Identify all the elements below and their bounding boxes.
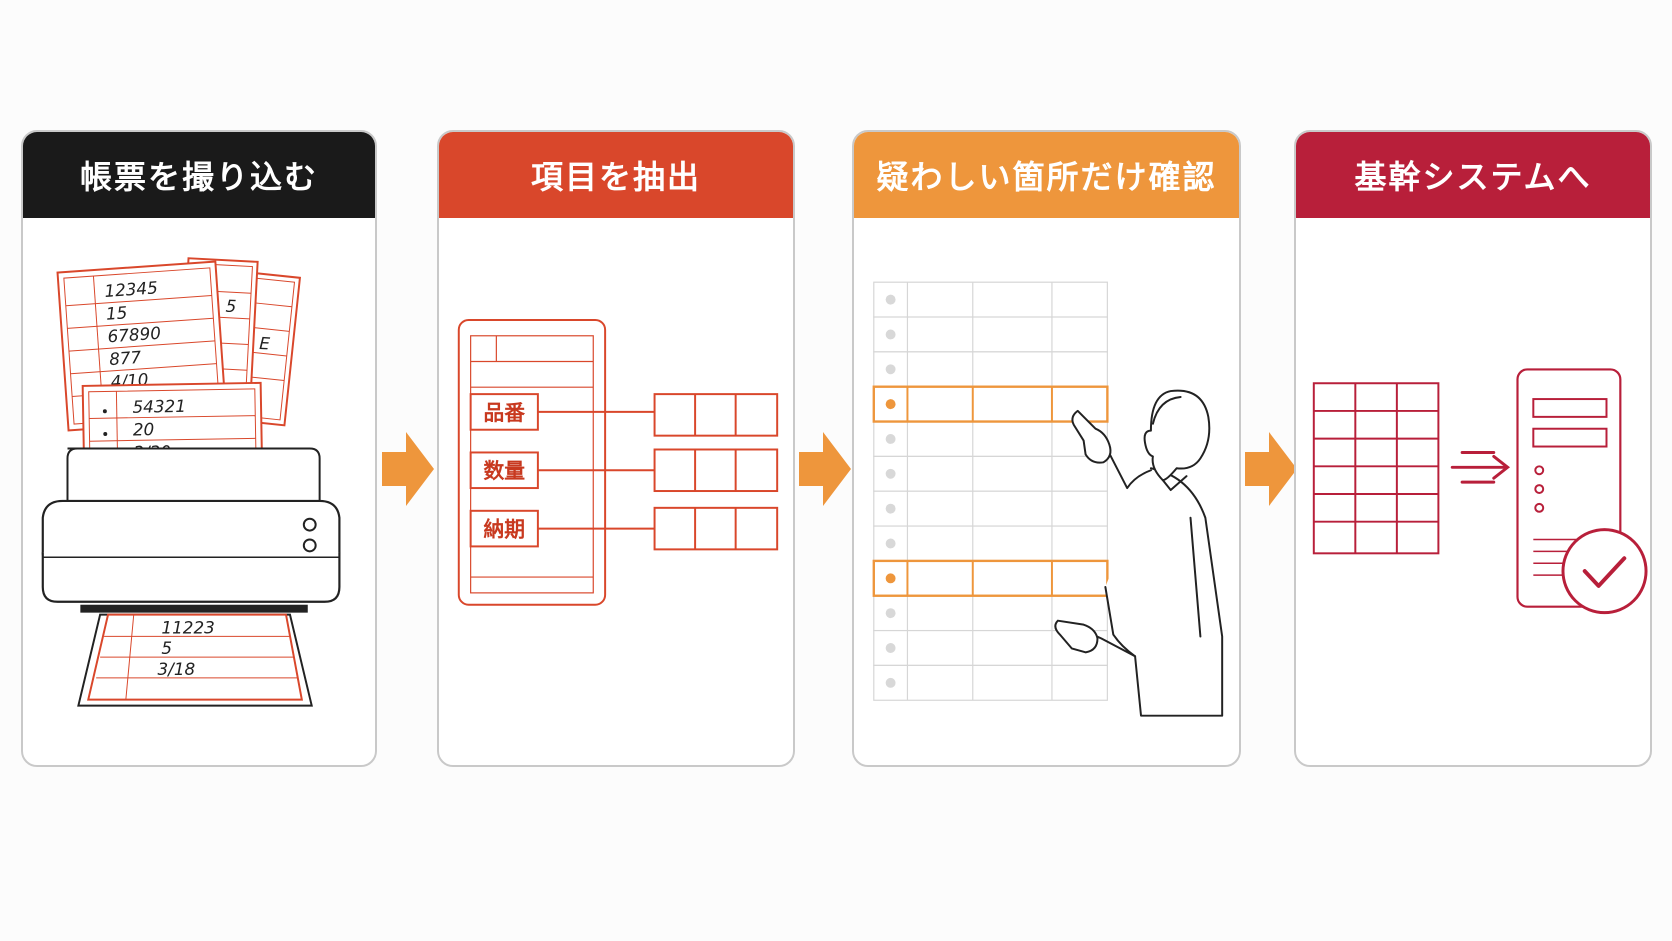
field-tag-quantity: 数量 <box>469 451 539 490</box>
row-marker <box>885 399 896 410</box>
data-table-icon <box>1312 382 1440 555</box>
arrow-right-icon <box>382 432 434 506</box>
handwritten-value: 67890 <box>107 323 162 347</box>
step-title-capture: 帳票を撮り込む <box>23 132 375 218</box>
step-card-core-system: 基幹システムへ <box>1294 130 1652 767</box>
highlighted-row <box>872 559 1109 597</box>
connector-lines <box>537 410 655 530</box>
table-row <box>873 664 1108 701</box>
row-marker <box>885 608 896 619</box>
step-title-extract: 項目を抽出 <box>439 132 793 218</box>
check-circle-icon <box>1561 528 1648 615</box>
row-marker <box>885 538 896 549</box>
field-label: 品番 <box>484 401 526 425</box>
table-row <box>873 490 1108 527</box>
row-marker <box>885 503 896 514</box>
field-label: 数量 <box>484 459 526 483</box>
field-tag-due-date: 納期 <box>469 509 539 548</box>
handwritten-value: 11223 <box>161 617 214 637</box>
step-card-capture: 帳票を撮り込む 5 <box>21 130 377 767</box>
highlighted-row <box>872 385 1109 423</box>
handwritten-value: 54321 <box>132 396 186 417</box>
step-title-core-system: 基幹システムへ <box>1296 132 1650 218</box>
extraction-svg: 品番 数量 納期 <box>457 318 779 606</box>
back-sheet-mark: 5 <box>225 296 237 317</box>
table-row <box>873 525 1108 562</box>
table-row <box>873 316 1108 353</box>
row-marker <box>885 643 896 653</box>
arrow-right-icon <box>1245 432 1297 506</box>
handwritten-value: 5 <box>161 638 172 658</box>
field-tag-part-number: 品番 <box>469 393 539 431</box>
handwritten-value: 877 <box>108 347 142 369</box>
back-sheet-mark: E <box>259 333 271 354</box>
scanner-svg: 5 E 12345 15 67890 877 4/ <box>41 257 341 707</box>
handwritten-value: 20 <box>133 419 155 439</box>
scanner-icon <box>41 447 341 613</box>
core-system-illustration <box>1296 218 1650 765</box>
transfer-arrow-icon <box>1450 450 1511 484</box>
step-card-extract: 項目を抽出 品番 数量 <box>437 130 795 767</box>
row-marker <box>885 434 896 444</box>
table-row <box>873 420 1108 457</box>
table-row <box>873 386 1108 423</box>
table-row <box>873 455 1108 492</box>
table-row <box>873 351 1108 388</box>
person-pointing-icon <box>1054 389 1224 717</box>
extraction-illustration: 品番 数量 納期 <box>439 218 793 765</box>
row-marker <box>885 468 896 479</box>
arrow-right-icon <box>799 432 851 506</box>
review-svg <box>872 281 1224 717</box>
field-label: 納期 <box>484 518 526 542</box>
handwritten-value: 12345 <box>104 277 159 301</box>
row-marker <box>885 329 896 340</box>
row-marker <box>885 573 896 584</box>
review-illustration <box>854 218 1239 765</box>
table-row <box>873 560 1108 597</box>
handwritten-value: 3/18 <box>157 659 195 679</box>
table-row <box>873 281 1108 318</box>
output-grid <box>653 393 779 551</box>
core-system-svg <box>1312 368 1648 615</box>
row-marker <box>885 294 896 305</box>
handwritten-value: 15 <box>105 302 128 323</box>
sheet-output: 11223 5 3/18 <box>77 613 313 707</box>
scanner-illustration: 5 E 12345 15 67890 877 4/ <box>23 218 375 765</box>
row-marker <box>885 677 896 688</box>
row-marker <box>885 364 896 375</box>
step-title-review: 疑わしい箇所だけ確認 <box>854 132 1239 218</box>
step-card-review: 疑わしい箇所だけ確認 <box>852 130 1241 767</box>
